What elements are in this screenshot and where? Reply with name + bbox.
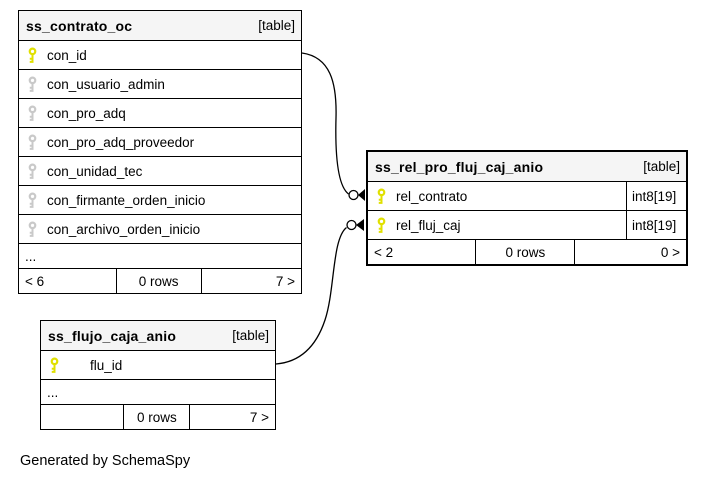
table-type-label: [table] [643, 159, 680, 174]
column-row-con_archivo_orden_inicio: con_archivo_orden_inicio [19, 214, 301, 243]
table-name: ss_flujo_caja_anio [48, 327, 177, 344]
column-row-con_usuario_admin: con_usuario_admin [19, 69, 301, 98]
column-type: int8[19] [626, 211, 682, 239]
column-row-flu_id: flu_id [41, 350, 275, 379]
zero-or-one-dot [348, 189, 359, 201]
column-row-rel_contrato: rel_contrato int8[19] [368, 181, 686, 210]
footer-left-count: < 2 [374, 244, 394, 260]
primary-key-icon [377, 217, 386, 233]
table-type-label: [table] [232, 328, 269, 343]
zero-or-one-dot [346, 219, 357, 231]
column-row-con_id: con_id [19, 40, 301, 69]
table-name: ss_contrato_oc [26, 17, 133, 34]
column-row-con_pro_adq_proveedor: con_pro_adq_proveedor [19, 127, 301, 156]
table-type-label: [table] [258, 18, 295, 33]
arrowhead [356, 219, 364, 231]
column-name: con_pro_adq [47, 105, 126, 121]
footer-row-count: 0 rows [115, 269, 201, 293]
footer-right-count: 7 > [189, 405, 275, 429]
column-name: con_firmante_orden_inicio [47, 192, 206, 208]
column-row-con_pro_adq: con_pro_adq [19, 98, 301, 127]
table-header[interactable]: ss_contrato_oc [table] [19, 11, 301, 40]
footer-left-count: < 6 [25, 273, 45, 289]
column-name: con_pro_adq_proveedor [47, 134, 195, 150]
column-name: con_archivo_orden_inicio [47, 221, 201, 237]
table-entity-ss_rel_pro_fluj_caj_anio[interactable]: ss_rel_pro_fluj_caj_anio [table] rel_con… [366, 150, 688, 266]
column-name: con_usuario_admin [47, 76, 165, 92]
table-header[interactable]: ss_rel_pro_fluj_caj_anio [table] [368, 152, 686, 181]
column-type: int8[19] [626, 182, 682, 210]
footer-right-count: 0 > [574, 240, 686, 264]
column-name: rel_fluj_caj [396, 217, 461, 233]
secondary-key-icon [28, 192, 37, 208]
hidden-columns-ellipsis: ... [41, 379, 275, 404]
column-name: flu_id [90, 357, 123, 373]
primary-key-icon [50, 357, 59, 373]
table-footer: 0 rows 7 > [41, 404, 275, 429]
secondary-key-icon [28, 76, 37, 92]
primary-key-icon [28, 47, 37, 63]
table-entity-ss_contrato_oc[interactable]: ss_contrato_oc [table] con_id con_usuari… [18, 10, 302, 294]
footer-left-count [41, 405, 123, 429]
secondary-key-icon [28, 134, 37, 150]
table-entity-ss_flujo_caja_anio[interactable]: ss_flujo_caja_anio [table] flu_id ... 0 … [40, 320, 276, 430]
column-name: rel_contrato [396, 188, 468, 204]
primary-key-icon [377, 188, 386, 204]
column-row-con_unidad_tec: con_unidad_tec [19, 156, 301, 185]
footer-row-count: 0 rows [475, 240, 574, 264]
column-row-con_firmante_orden_inicio: con_firmante_orden_inicio [19, 185, 301, 214]
footer-row-count: 0 rows [123, 405, 189, 429]
secondary-key-icon [28, 163, 37, 179]
generated-by-note: Generated by SchemaSpy [20, 453, 191, 469]
footer-right-count: 7 > [200, 269, 301, 293]
hidden-columns-ellipsis: ... [19, 243, 301, 268]
secondary-key-icon [28, 221, 37, 237]
relationship-con_id-rel_contrato [301, 52, 365, 201]
table-header[interactable]: ss_flujo_caja_anio [table] [41, 321, 275, 350]
table-name: ss_rel_pro_fluj_caj_anio [375, 158, 544, 175]
column-name: con_id [47, 47, 87, 63]
table-footer: < 6 0 rows 7 > [19, 268, 301, 293]
column-name: con_unidad_tec [47, 163, 143, 179]
arrowhead [358, 189, 365, 201]
secondary-key-icon [28, 105, 37, 121]
table-footer: < 2 0 rows 0 > [368, 239, 686, 264]
column-row-rel_fluj_caj: rel_fluj_caj int8[19] [368, 210, 686, 239]
